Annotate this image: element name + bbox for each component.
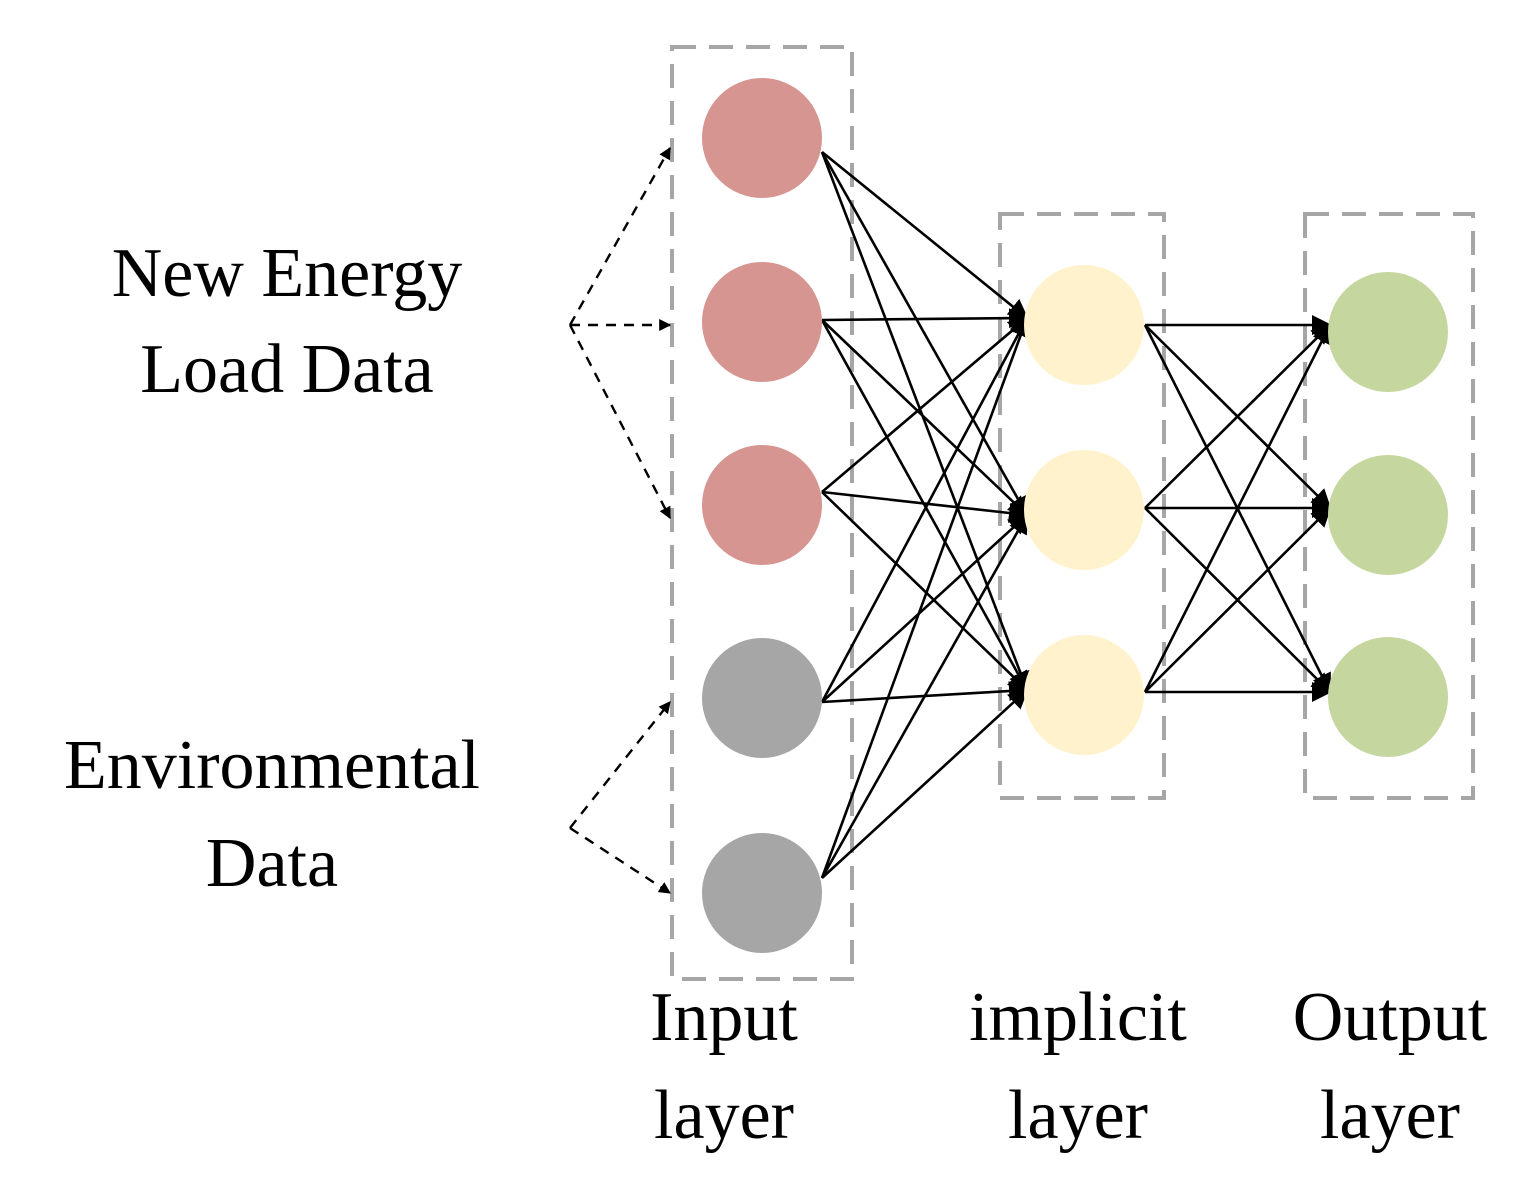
output-node-3 [1328, 637, 1448, 757]
edge-input-3-hidden-3 [821, 491, 1029, 692]
output-layer-label-line2: layer [1320, 1077, 1460, 1154]
edge-input-4-hidden-2 [821, 513, 1029, 703]
environmental-data-label-line2: Data [206, 825, 338, 902]
hidden-node-3 [1024, 635, 1144, 755]
edge-input-1-hidden-1 [821, 150, 1029, 320]
output-node-2 [1328, 455, 1448, 575]
edge-input-2-hidden-3 [820, 319, 1029, 692]
edge-input-1-hidden-3 [820, 151, 1030, 692]
input-layer-label-line2: layer [654, 1077, 794, 1154]
edge-input-2-hidden-2 [821, 319, 1029, 517]
environment-feed-arrow-1 [569, 701, 671, 829]
input-node-env-1 [702, 638, 822, 758]
edge-input-5-hidden-2 [820, 513, 1029, 879]
energy-data-label-line2: Load Data [140, 331, 433, 408]
hidden-layer-label-line2: layer [1008, 1077, 1148, 1154]
edge-input-5-hidden-3 [821, 688, 1029, 879]
input-node-energy-1 [702, 78, 822, 198]
energy-feed-arrow-1 [568, 146, 672, 326]
input-layer-box [670, 45, 854, 981]
hidden-node-2 [1024, 450, 1144, 570]
input-layer-nodes [702, 78, 822, 953]
edge-hidden-2-output-1 [1144, 323, 1332, 509]
energy-data-label-line1: New Energy [112, 235, 463, 312]
edge-input-1-hidden-2 [820, 151, 1029, 517]
edge-input-5-hidden-1 [820, 316, 1031, 879]
input-node-energy-2 [702, 262, 822, 382]
input-node-env-2 [702, 833, 822, 953]
energy-feed-arrow-3 [568, 324, 672, 520]
output-node-1 [1328, 272, 1448, 392]
input-layer-label-line1: Input [650, 979, 798, 1056]
edge-input-2-hidden-1 [821, 308, 1029, 329]
edge-hidden-3-output-2 [1144, 506, 1332, 693]
output-layer-box [1303, 212, 1475, 800]
edge-input-3-hidden-2 [821, 490, 1029, 523]
edge-input-3-hidden-1 [821, 316, 1029, 493]
edge-input-4-hidden-1 [820, 316, 1029, 703]
edge-hidden-3-output-1 [1143, 323, 1332, 693]
data-feed-arrows [568, 146, 672, 895]
hidden-layer-nodes [1024, 265, 1144, 755]
output-layer-label-line1: Output [1293, 979, 1488, 1056]
environment-feed-arrow-2 [569, 826, 672, 895]
input-to-hidden-connections [820, 150, 1031, 879]
hidden-to-output-connections [1143, 315, 1332, 702]
environmental-data-label-line1: Environmental [64, 727, 480, 804]
output-layer-nodes [1328, 272, 1448, 757]
hidden-layer-box [998, 212, 1166, 800]
input-node-energy-3 [702, 445, 822, 565]
hidden-layer-label-line1: implicit [969, 979, 1187, 1056]
hidden-node-1 [1024, 265, 1144, 385]
